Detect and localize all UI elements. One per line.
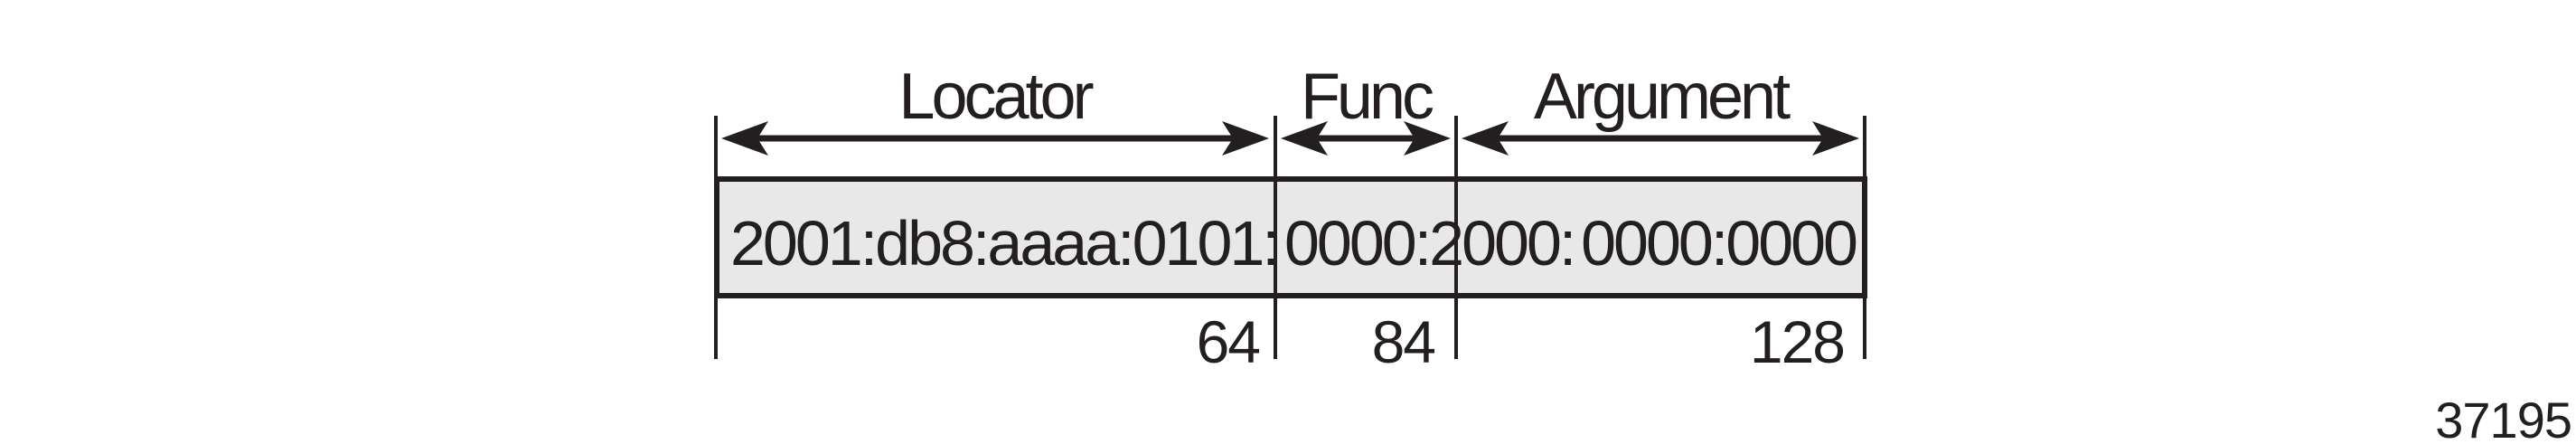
- bit-boundary-128: 128: [1749, 308, 1846, 375]
- address-segment-func: 0000:2000:: [1284, 208, 1576, 279]
- address-segment-argument: 0000:0000: [1581, 208, 1858, 279]
- span-arrow-argument: [1462, 121, 1859, 156]
- address-box-divider-locator-func: [1274, 176, 1277, 298]
- field-label-argument: Argument: [1533, 61, 1791, 133]
- address-box: [714, 176, 1867, 298]
- span-arrow-func: [1281, 121, 1451, 156]
- address-segment-locator: 2001:db8:aaaa:0101:: [730, 208, 1280, 279]
- bit-boundary-64: 64: [1196, 308, 1261, 375]
- field-label-func: Func: [1300, 61, 1434, 133]
- span-arrow-locator: [721, 121, 1269, 156]
- figure-number: 37195: [2435, 392, 2572, 444]
- bit-boundary-84: 84: [1371, 308, 1436, 375]
- address-box-divider-func-argument: [1454, 176, 1458, 298]
- field-label-locator: Locator: [898, 61, 1094, 133]
